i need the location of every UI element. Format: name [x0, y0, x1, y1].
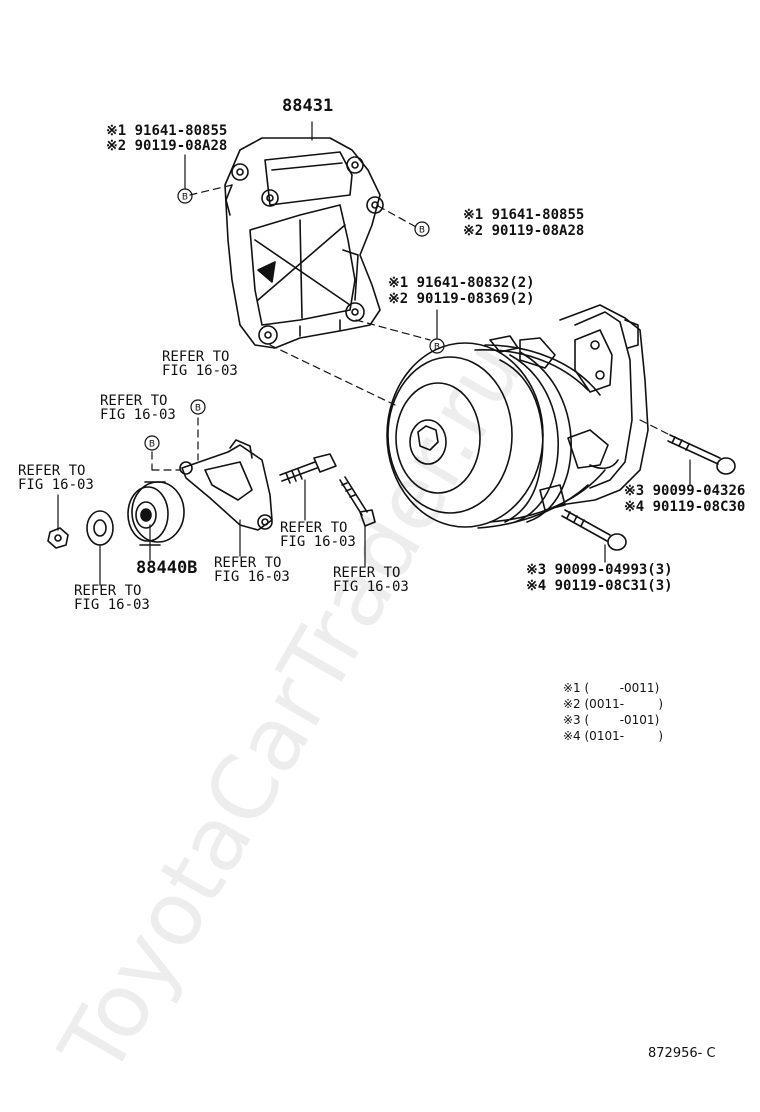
svg-text:B: B — [149, 440, 155, 450]
idler-pulley — [127, 481, 185, 546]
nut — [47, 527, 69, 549]
ac-compressor — [386, 304, 649, 529]
bracket-bolt-right-line1: ※1 91641-80855 — [463, 207, 585, 223]
refer-label-4-line2: FIG 16-03 — [280, 534, 356, 550]
callout-b-3 — [429, 338, 445, 354]
refer-label-6-line1: REFER TO — [333, 565, 401, 581]
refer-label-1-line1: REFER TO — [162, 349, 230, 365]
refer-label-3-line2: FIG 16-03 — [18, 477, 94, 493]
legend-row-2: ※2 (0011- ) — [563, 697, 664, 711]
leader-lines — [57, 121, 691, 586]
drawing-code: 872956- C — [648, 1046, 716, 1061]
bracket-dashed-lines — [151, 184, 681, 471]
refer-label-7-line2: FIG 16-03 — [74, 597, 150, 613]
svg-text:B: B — [195, 404, 201, 414]
svg-text:B: B — [182, 193, 188, 203]
bracket-bolt-lower-line2: ※2 90119-08369(2) — [388, 291, 535, 307]
bracket-bolt-right-line2: ※2 90119-08A28 — [463, 223, 585, 239]
refer-label-6-line2: FIG 16-03 — [333, 579, 409, 595]
refer-label-3-line1: REFER TO — [18, 463, 86, 479]
callout-b-1 — [177, 188, 193, 204]
svg-text:B: B — [419, 226, 425, 236]
bracket-bolt-top-line1: ※1 91641-80855 — [106, 123, 228, 139]
tensioner-arm — [179, 439, 273, 531]
callout-b-markers — [144, 188, 445, 451]
callout-b-letters: B B B B B — [149, 193, 440, 450]
compressor-bolt-lower-line1: ※3 90099-04993(3) — [526, 562, 673, 578]
bracket-bolt-top-line2: ※2 90119-08A28 — [106, 138, 228, 154]
legend-row-4: ※4 (0101- ) — [563, 729, 664, 743]
compressor-bolt-upper — [667, 434, 736, 475]
refer-label-5-line2: FIG 16-03 — [214, 569, 290, 585]
refer-label-1-line2: FIG 16-03 — [162, 363, 238, 379]
refer-label-5-line1: REFER TO — [214, 555, 282, 571]
tensioner-bolt — [279, 453, 337, 484]
refer-label-4-line1: REFER TO — [280, 520, 348, 536]
callout-b-5 — [144, 435, 160, 451]
callout-b-2 — [414, 221, 430, 237]
refer-label-2-line2: FIG 16-03 — [100, 407, 176, 423]
washer — [86, 510, 114, 546]
compressor-bolt-upper-line2: ※4 90119-08C30 — [624, 499, 746, 515]
compressor-bolt-lower — [561, 509, 627, 551]
compressor-bracket — [224, 137, 384, 349]
refer-label-7-line1: REFER TO — [74, 583, 142, 599]
refer-label-2-line1: REFER TO — [100, 393, 168, 409]
svg-text:B: B — [434, 343, 440, 353]
watermark: ToyotaCarTrader.ru — [40, 323, 760, 1112]
compressor-bolt-upper-line1: ※3 90099-04326 — [624, 483, 746, 499]
compressor-bolt-lower-line2: ※4 90119-08C31(3) — [526, 578, 673, 594]
bracket-part-number: 88431 — [282, 96, 334, 116]
bracket-bolt-lower-line1: ※1 91641-80832(2) — [388, 275, 535, 291]
callout-b-4 — [190, 399, 206, 415]
legend-row-3: ※3 ( -0101) — [563, 713, 660, 727]
long-bolt — [339, 476, 376, 527]
legend-row-1: ※1 ( -0011) — [563, 681, 660, 695]
pulley-part-number: 88440B — [136, 558, 198, 578]
